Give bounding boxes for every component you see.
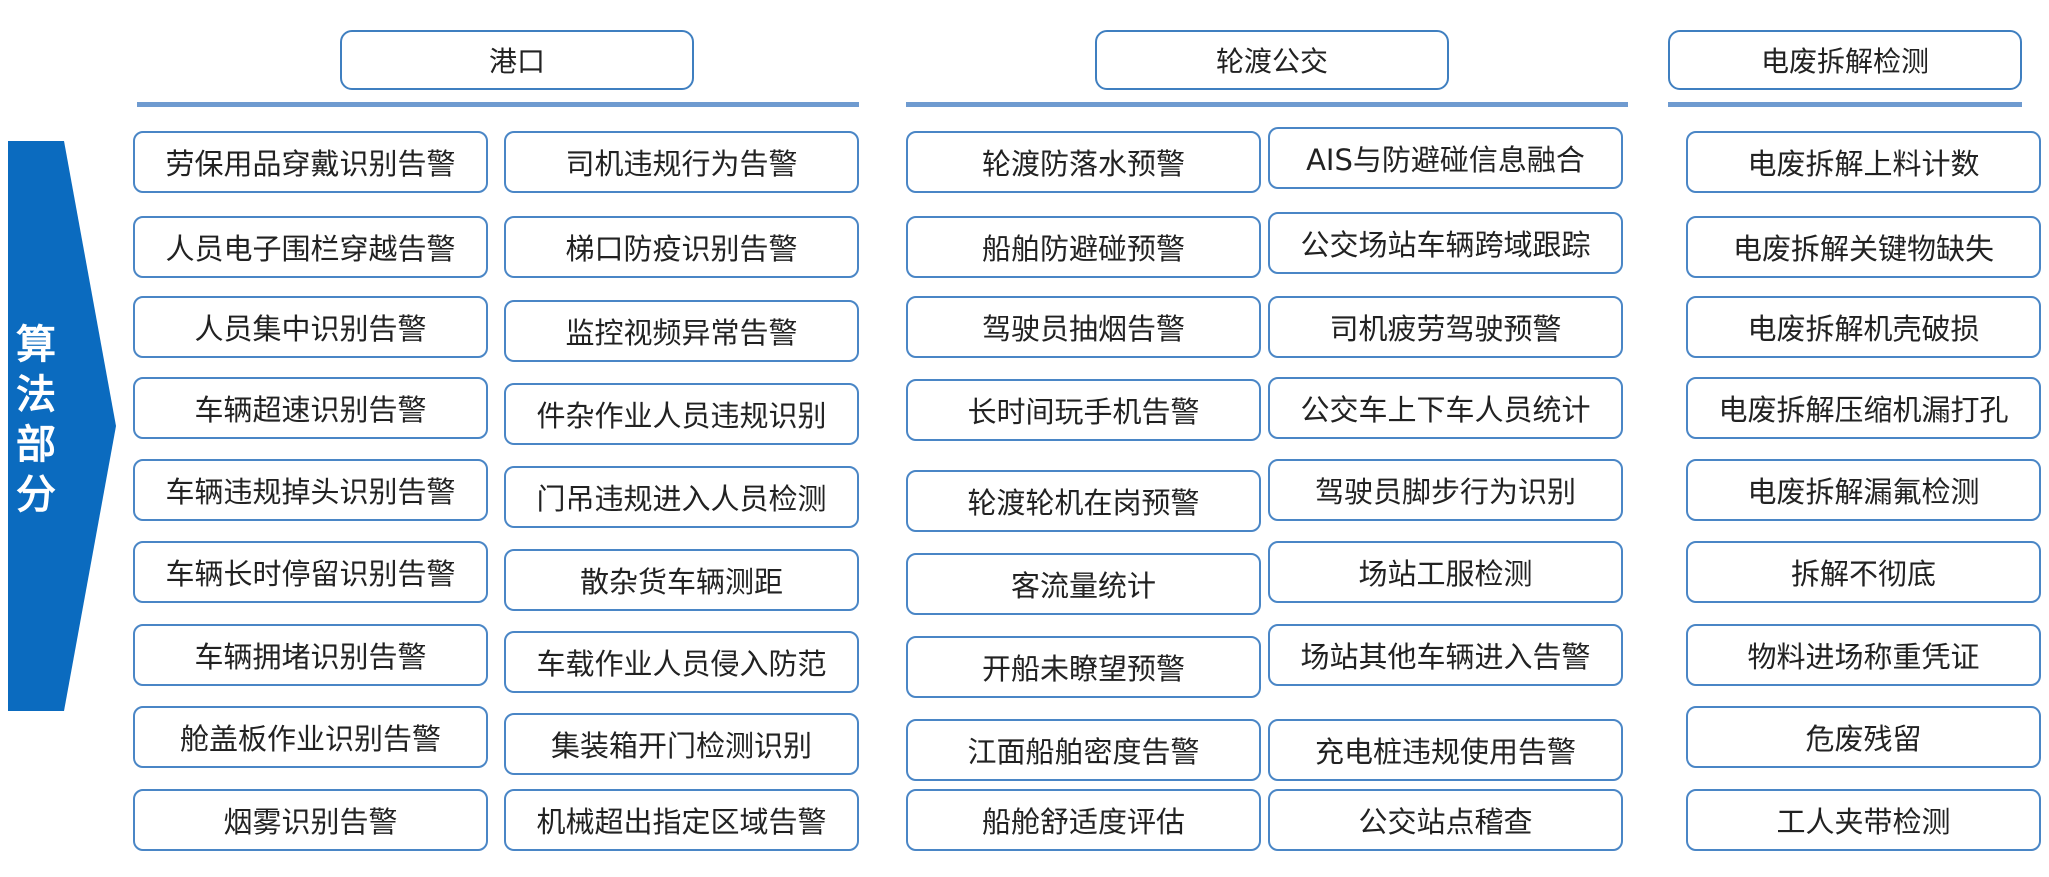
algorithm-item: 物料进场称重凭证 bbox=[1686, 624, 2041, 686]
algorithm-item: 司机违规行为告警 bbox=[504, 131, 859, 193]
algorithm-item: 驾驶员抽烟告警 bbox=[906, 296, 1261, 358]
algorithm-item: 舱盖板作业识别告警 bbox=[133, 706, 488, 768]
algorithm-item: 船舱舒适度评估 bbox=[906, 789, 1261, 851]
algorithm-item: 开船未瞭望预警 bbox=[906, 636, 1261, 698]
algorithm-item: 车辆超速识别告警 bbox=[133, 377, 488, 439]
algorithm-item: 工人夹带检测 bbox=[1686, 789, 2041, 851]
algorithm-item: 客流量统计 bbox=[906, 553, 1261, 615]
algorithm-item: 电废拆解压缩机漏打孔 bbox=[1686, 377, 2041, 439]
algorithm-item: 电废拆解漏氟检测 bbox=[1686, 459, 2041, 521]
algorithm-item: 梯口防疫识别告警 bbox=[504, 216, 859, 278]
algorithm-item: 船舶防避碰预警 bbox=[906, 216, 1261, 278]
section-header-ferry-bus: 轮渡公交 bbox=[1095, 30, 1449, 90]
algorithm-item: 电废拆解上料计数 bbox=[1686, 131, 2041, 193]
algorithm-item: 车辆长时停留识别告警 bbox=[133, 541, 488, 603]
algorithm-item: 监控视频异常告警 bbox=[504, 300, 859, 362]
algorithm-item: 充电桩违规使用告警 bbox=[1268, 719, 1623, 781]
algorithm-item: 长时间玩手机告警 bbox=[906, 379, 1261, 441]
algorithm-item: 驾驶员脚步行为识别 bbox=[1268, 459, 1623, 521]
algorithm-item: 公交车上下车人员统计 bbox=[1268, 377, 1623, 439]
algorithm-item: 场站其他车辆进入告警 bbox=[1268, 624, 1623, 686]
algorithm-item: 拆解不彻底 bbox=[1686, 541, 2041, 603]
algorithm-item: AIS与防避碰信息融合 bbox=[1268, 127, 1623, 189]
algorithm-item: 场站工服检测 bbox=[1268, 541, 1623, 603]
algorithm-item: 公交场站车辆跨域跟踪 bbox=[1268, 212, 1623, 274]
section-rule-port bbox=[137, 102, 859, 107]
algorithm-item: 机械超出指定区域告警 bbox=[504, 789, 859, 851]
algorithm-item: 危废残留 bbox=[1686, 706, 2041, 768]
algorithm-item: 电废拆解关键物缺失 bbox=[1686, 216, 2041, 278]
algorithm-item: 江面船舶密度告警 bbox=[906, 719, 1261, 781]
section-header-ewaste: 电废拆解检测 bbox=[1668, 30, 2022, 90]
algorithm-item: 车辆拥堵识别告警 bbox=[133, 624, 488, 686]
side-label-char: 部 bbox=[16, 422, 56, 468]
algorithm-item: 人员电子围栏穿越告警 bbox=[133, 216, 488, 278]
algorithm-item: 轮渡防落水预警 bbox=[906, 131, 1261, 193]
algorithm-item: 司机疲劳驾驶预警 bbox=[1268, 296, 1623, 358]
section-rule-ferry-bus bbox=[906, 102, 1628, 107]
algorithm-item: 散杂货车辆测距 bbox=[504, 549, 859, 611]
side-label-char: 法 bbox=[16, 372, 56, 418]
algorithm-item: 件杂作业人员违规识别 bbox=[504, 383, 859, 445]
algorithm-item: 车辆违规掉头识别告警 bbox=[133, 459, 488, 521]
side-label-char: 算 bbox=[16, 322, 56, 368]
algorithm-item: 烟雾识别告警 bbox=[133, 789, 488, 851]
side-label-char: 分 bbox=[16, 472, 56, 518]
section-header-port: 港口 bbox=[340, 30, 694, 90]
algorithm-item: 电废拆解机壳破损 bbox=[1686, 296, 2041, 358]
side-arrow-shape bbox=[8, 141, 116, 711]
algorithm-item: 集装箱开门检测识别 bbox=[504, 713, 859, 775]
algorithm-item: 人员集中识别告警 bbox=[133, 296, 488, 358]
section-rule-ewaste bbox=[1668, 102, 2022, 107]
side-label: 算 法 部 分 bbox=[8, 320, 64, 520]
algorithm-item: 劳保用品穿戴识别告警 bbox=[133, 131, 488, 193]
algorithm-item: 轮渡轮机在岗预警 bbox=[906, 470, 1261, 532]
algorithm-item: 公交站点稽查 bbox=[1268, 789, 1623, 851]
algorithm-item: 车载作业人员侵入防范 bbox=[504, 631, 859, 693]
algorithm-item: 门吊违规进入人员检测 bbox=[504, 466, 859, 528]
